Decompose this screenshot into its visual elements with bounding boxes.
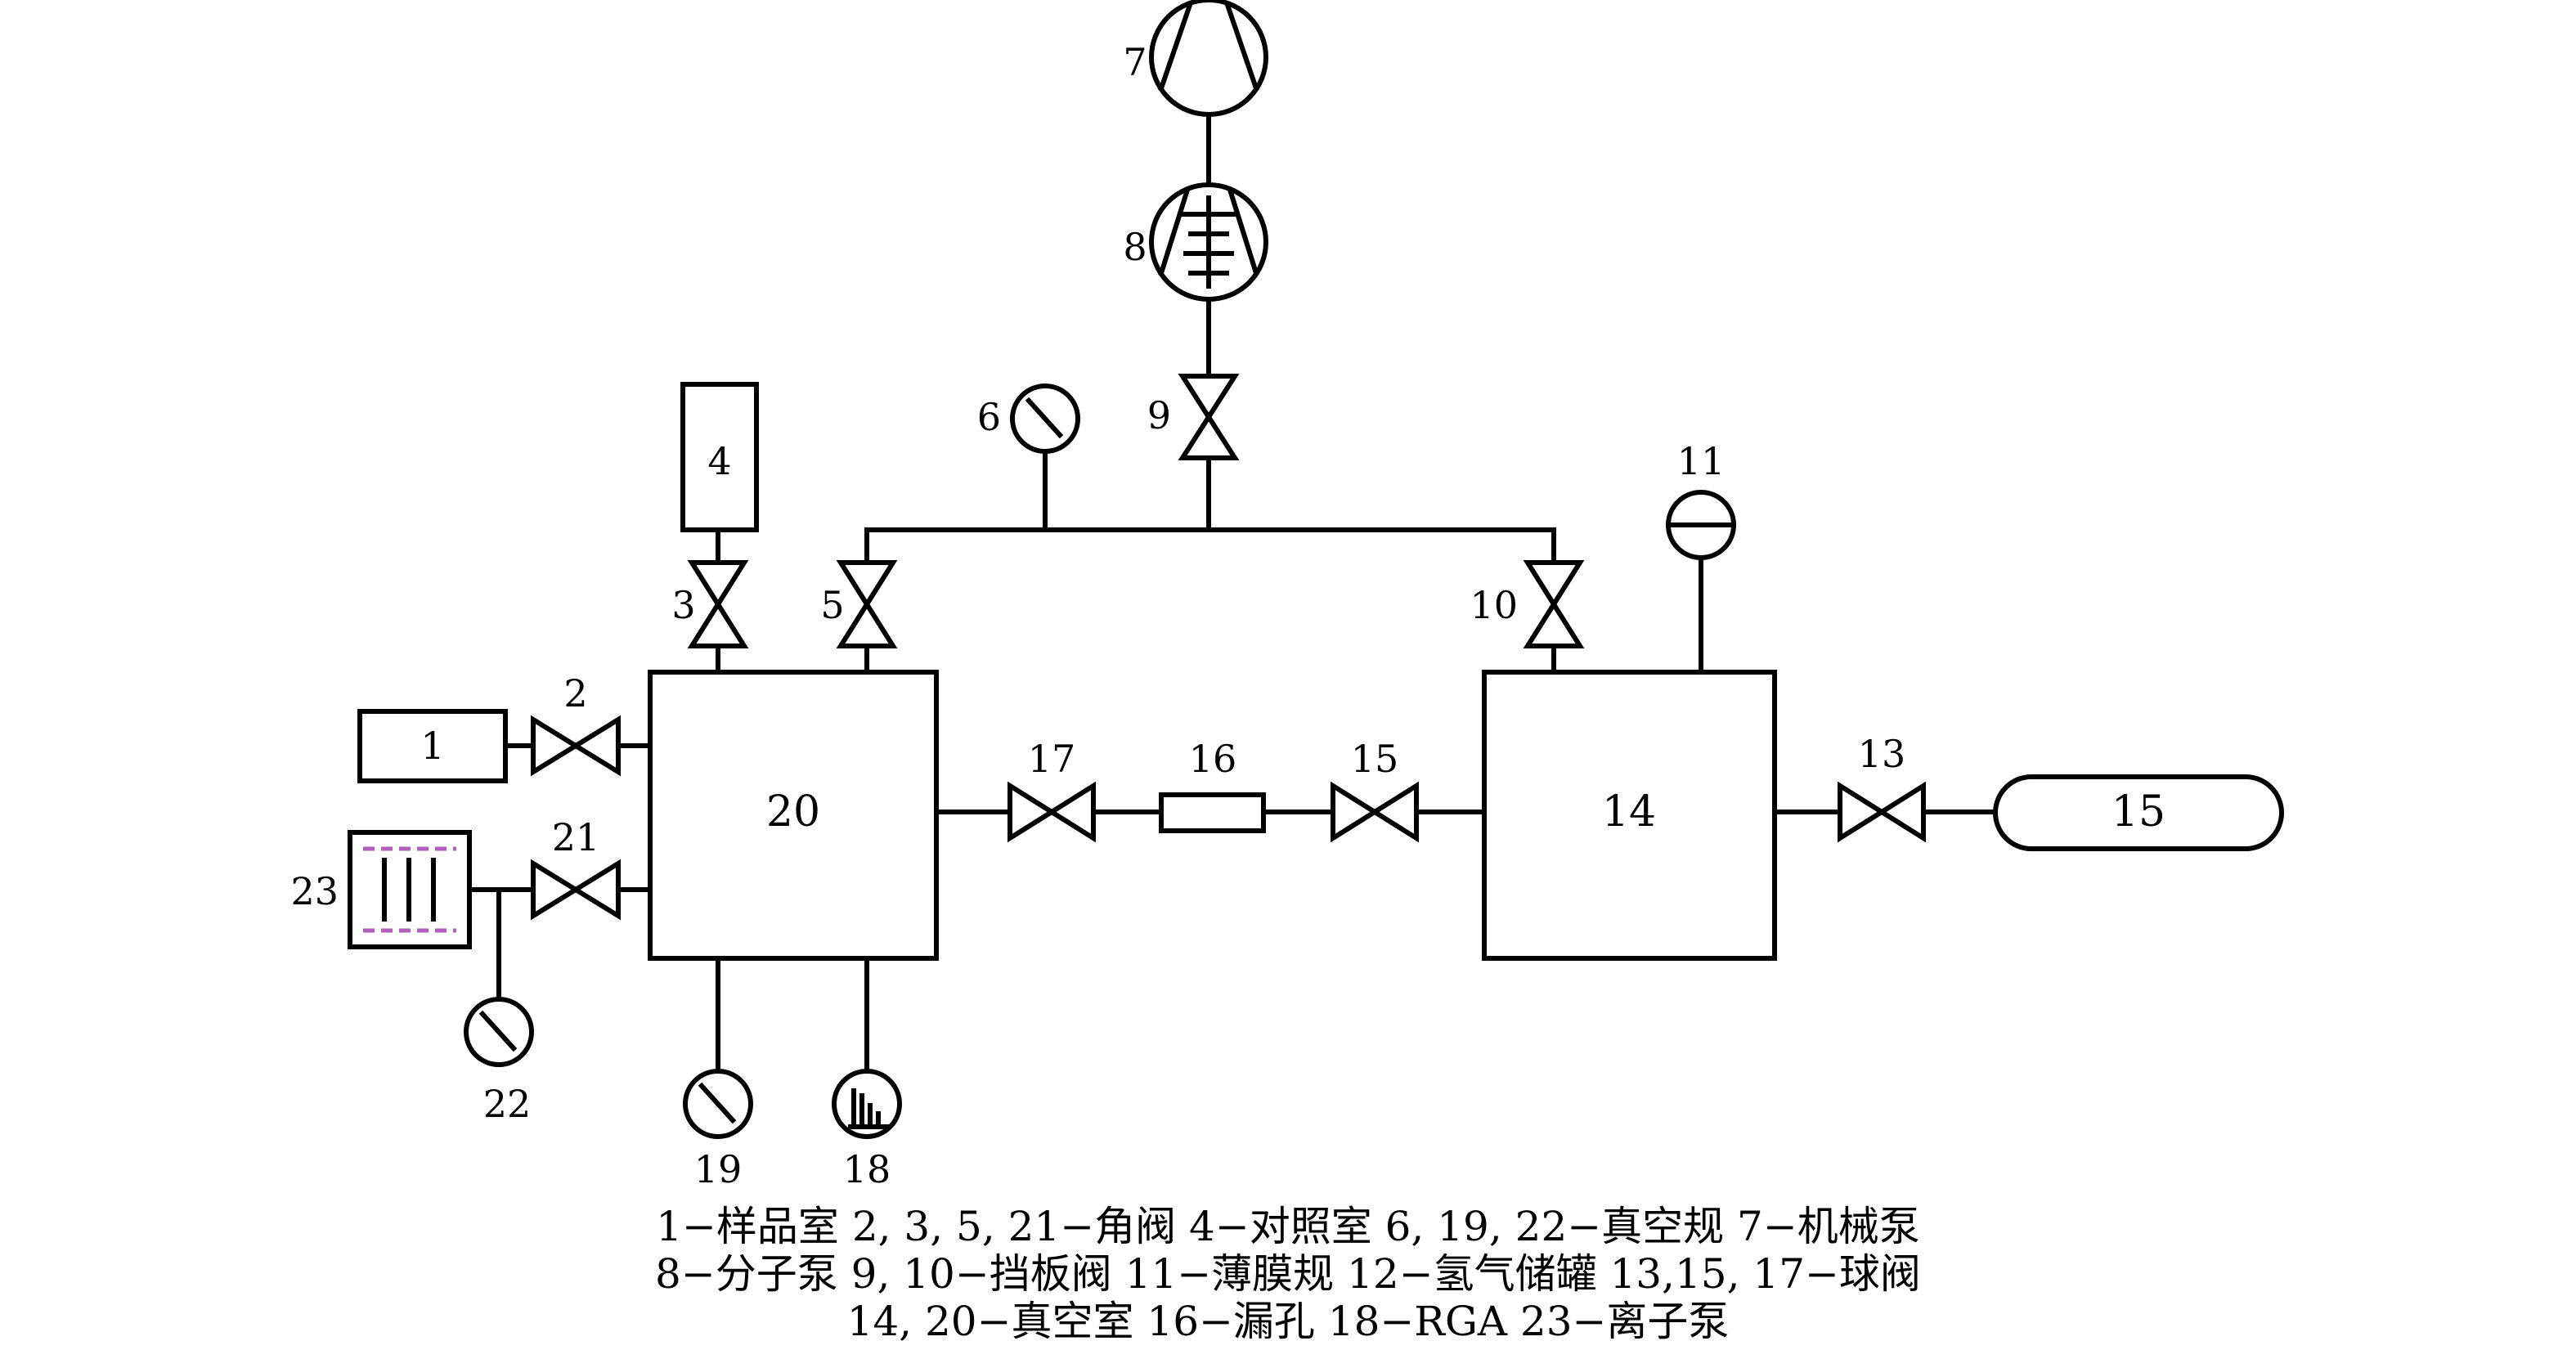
label-8: 8	[1123, 225, 1147, 269]
bowtie-valve-icon	[1331, 781, 1419, 843]
label-21: 21	[552, 815, 600, 859]
bowtie-valve-icon	[1008, 781, 1096, 843]
hydrogen-tank	[1993, 774, 2284, 851]
vacuum-chamber-14	[1482, 670, 1777, 961]
bowtie-valve-icon	[687, 560, 749, 648]
molecular-pump-icon	[1149, 182, 1268, 302]
vacuum-gauge-19	[683, 1069, 753, 1139]
label-23: 23	[290, 869, 339, 913]
label-17: 17	[1028, 737, 1076, 781]
label-15: 15	[1351, 737, 1399, 781]
sample-chamber-1	[357, 709, 508, 783]
vacuum-gauge-22	[464, 997, 534, 1067]
label-13: 13	[1858, 732, 1906, 776]
bowtie-valve-icon	[1523, 560, 1585, 648]
caption-line-3: 14, 20−真空室 16−漏孔 18−RGA 23−离子泵	[846, 1298, 1730, 1345]
label-22: 22	[483, 1082, 532, 1126]
ion-pump-icon	[348, 830, 472, 949]
label-20: 20	[766, 787, 820, 836]
leak-hole-16	[1159, 792, 1266, 833]
caption-line-1: 1−样品室 2, 3, 5, 21−角阀 4−对照室 6, 19, 22−真空规…	[656, 1203, 1920, 1250]
bowtie-valve-icon	[531, 859, 621, 921]
caption-line-2: 8−分子泵 9, 10−挡板阀 11−薄膜规 12−氢气储罐 13,15, 17…	[655, 1250, 1921, 1298]
label-2: 2	[563, 671, 587, 715]
vacuum-gauge-6	[1010, 383, 1080, 454]
membrane-gauge-11	[1666, 490, 1736, 560]
label-10: 10	[1470, 583, 1518, 627]
label-16: 16	[1189, 737, 1237, 781]
label-18: 18	[843, 1147, 891, 1191]
pipelines	[467, 112, 1998, 1074]
bowtie-valve-icon	[836, 560, 898, 648]
label-tank-15: 15	[2112, 787, 2165, 836]
label-7: 7	[1123, 40, 1147, 84]
label-11: 11	[1677, 439, 1726, 483]
label-3: 3	[671, 583, 695, 627]
label-6: 6	[977, 395, 1001, 439]
label-5: 5	[820, 583, 844, 627]
rga-18-icon	[832, 1069, 902, 1139]
label-9: 9	[1147, 393, 1171, 437]
label-1: 1	[420, 724, 444, 768]
label-19: 19	[694, 1147, 743, 1191]
reference-chamber-4	[680, 382, 759, 532]
bowtie-valve-icon	[1838, 781, 1926, 843]
label-14: 14	[1602, 787, 1656, 836]
bowtie-valve-icon	[531, 715, 621, 777]
label-4: 4	[707, 439, 731, 483]
mechanical-pump-icon	[1149, 0, 1268, 117]
bowtie-valve-icon	[1178, 374, 1240, 460]
vacuum-chamber-20	[648, 670, 939, 961]
